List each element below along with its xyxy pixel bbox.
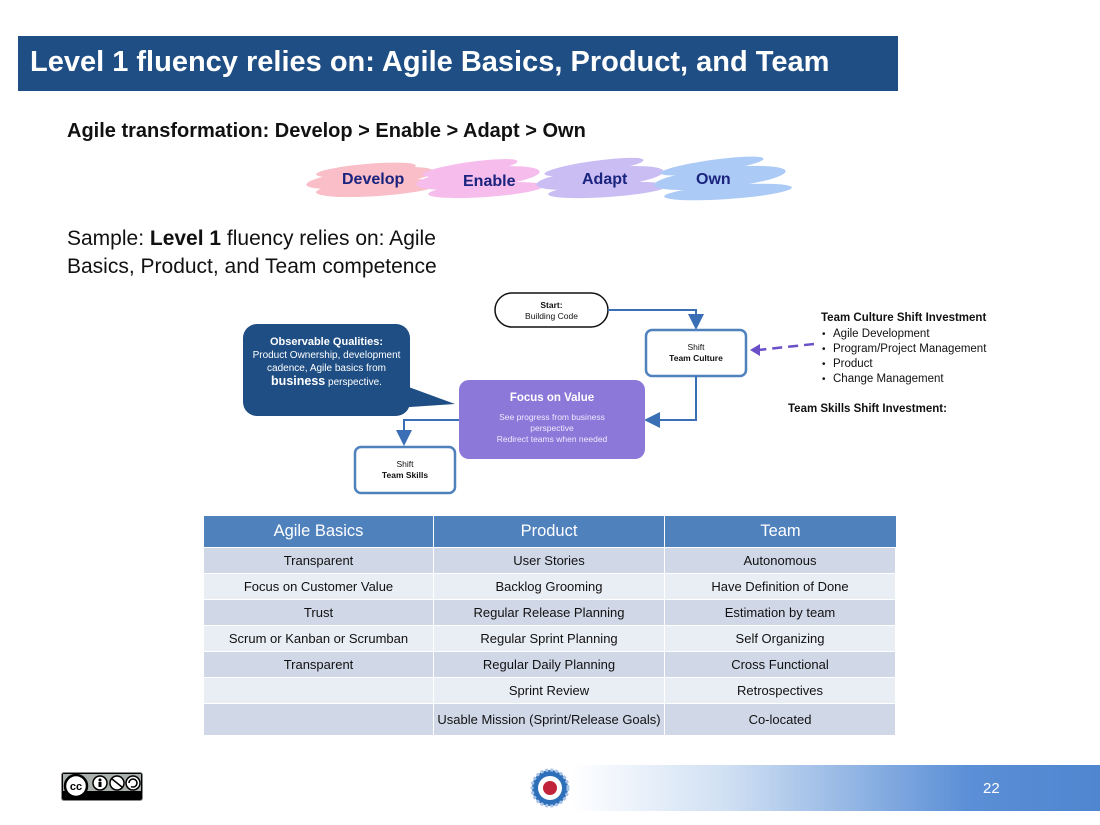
stage-own: Own — [696, 171, 731, 188]
sample-level: Level 1 — [149, 227, 222, 250]
adapt-stroke — [536, 157, 668, 199]
table-row: Trust Regular Release Planning Estimatio… — [204, 599, 896, 625]
table-row: Usable Mission (Sprint/Release Goals) Co… — [204, 703, 896, 735]
sample-statement: Sample: Level 1 fluency relies on: Agile… — [67, 225, 507, 281]
focus-description: See progress from business perspective R… — [459, 412, 645, 445]
table-row: Transparent User Stories Autonomous — [204, 547, 896, 573]
list-item: Agile Development — [822, 327, 986, 342]
observable-title: Observable Qualities: — [269, 336, 384, 348]
table-cell: Regular Sprint Planning — [434, 625, 665, 651]
header-team: Team — [665, 516, 896, 547]
observable-qualities-callout: Observable Qualities: Product Ownership,… — [243, 324, 410, 416]
table-cell: Have Definition of Done — [665, 573, 896, 599]
creative-commons-by-nc-sa-badge-icon: cc — [61, 772, 143, 801]
culture-box-line2: Team Culture — [669, 353, 723, 363]
fluency-table: Agile Basics Product Team Transparent Us… — [204, 516, 896, 735]
table-cell: Retrospectives — [665, 677, 896, 703]
skills-box-line1: Shift — [396, 459, 414, 469]
table-cell: Co-located — [665, 703, 896, 735]
start-box-subtitle: Building Code — [525, 311, 578, 321]
stage-strip — [306, 156, 792, 201]
table-cell: Transparent — [204, 547, 434, 573]
table-cell: Sprint Review — [434, 677, 665, 703]
cc-badge-graphic: cc — [63, 773, 141, 799]
table-header-row: Agile Basics Product Team — [204, 516, 896, 547]
table-cell: Estimation by team — [665, 599, 896, 625]
skills-investment-heading: Team Skills Shift Investment: — [788, 403, 947, 415]
table-cell: Usable Mission (Sprint/Release Goals) — [434, 703, 665, 735]
skills-box — [353, 445, 457, 495]
table-cell: Regular Daily Planning — [434, 651, 665, 677]
culture-to-focus-connector — [644, 376, 697, 428]
table-cell — [204, 703, 434, 735]
observable-text: Product Ownership, development cadence, … — [252, 350, 401, 374]
list-item: Product — [822, 357, 986, 372]
focus-line1: See progress from business perspective — [499, 412, 605, 433]
start-to-culture-connector — [608, 309, 704, 330]
transformation-subtitle: Agile transformation: Develop > Enable >… — [67, 120, 586, 142]
culture-investment-panel: Team Culture Shift Investment Agile Deve… — [821, 311, 986, 387]
sample-prefix: Sample: — [67, 227, 150, 250]
stage-develop: Develop — [342, 171, 405, 188]
list-item: Program/Project Management — [822, 342, 986, 357]
table-row: Sprint Review Retrospectives — [204, 677, 896, 703]
slide-title: Level 1 fluency relies on: Agile Basics,… — [30, 46, 830, 78]
culture-investment-heading: Team Culture Shift Investment — [821, 312, 987, 324]
table-cell: Autonomous — [665, 547, 896, 573]
focus-on-value-box: Focus on Value See progress from busines… — [459, 380, 645, 459]
table-row: Focus on Customer Value Backlog Grooming… — [204, 573, 896, 599]
table-row: Scrum or Kanban or Scrumban Regular Spri… — [204, 625, 896, 651]
culture-box-label: Shift Team Culture — [646, 342, 746, 364]
table-cell: Focus on Customer Value — [204, 573, 434, 599]
header-agile-basics: Agile Basics — [204, 516, 434, 547]
table-cell: Cross Functional — [665, 651, 896, 677]
own-stroke — [654, 156, 792, 201]
start-box-title: Start: — [540, 300, 563, 310]
table-cell: Trust — [204, 599, 434, 625]
develop-stroke — [306, 162, 440, 198]
table-row: Transparent Regular Daily Planning Cross… — [204, 651, 896, 677]
table-cell — [204, 677, 434, 703]
target-roundel-icon — [530, 768, 570, 808]
culture-investment-list: Agile Development Program/Project Manage… — [821, 327, 986, 387]
skills-box-line2: Team Skills — [381, 470, 429, 480]
page-number: 22 — [983, 780, 1000, 797]
stage-enable: Enable — [463, 173, 516, 190]
list-item: Change Management — [822, 372, 986, 387]
culture-box-line1: Shift — [687, 342, 705, 352]
skills-box-label: Shift Team Skills — [355, 459, 455, 481]
title-banner — [18, 36, 898, 91]
table-cell: Backlog Grooming — [434, 573, 665, 599]
culture-investment-arrow — [757, 342, 815, 352]
footer-gradient-bar — [570, 765, 1100, 811]
focus-to-skills-connector — [396, 419, 459, 446]
enable-stroke — [416, 159, 544, 199]
table-cell: User Stories — [434, 547, 665, 573]
table-cell: Transparent — [204, 651, 434, 677]
table-cell: Self Organizing — [665, 625, 896, 651]
observable-text-end: perspective. — [325, 377, 382, 388]
header-product: Product — [434, 516, 665, 547]
observable-callout-tail — [395, 382, 455, 408]
sample-suffix: fluency relies on: Agile Basics, Product… — [67, 227, 437, 278]
svg-text:cc: cc — [70, 781, 82, 793]
start-box-label: Start: Building Code — [495, 300, 608, 322]
focus-title: Focus on Value — [509, 392, 595, 404]
observable-emphasis: business — [271, 374, 326, 388]
table-cell: Scrum or Kanban or Scrumban — [204, 625, 434, 651]
table-cell: Regular Release Planning — [434, 599, 665, 625]
focus-line2: Redirect teams when needed — [496, 434, 608, 444]
stage-adapt: Adapt — [582, 171, 628, 188]
